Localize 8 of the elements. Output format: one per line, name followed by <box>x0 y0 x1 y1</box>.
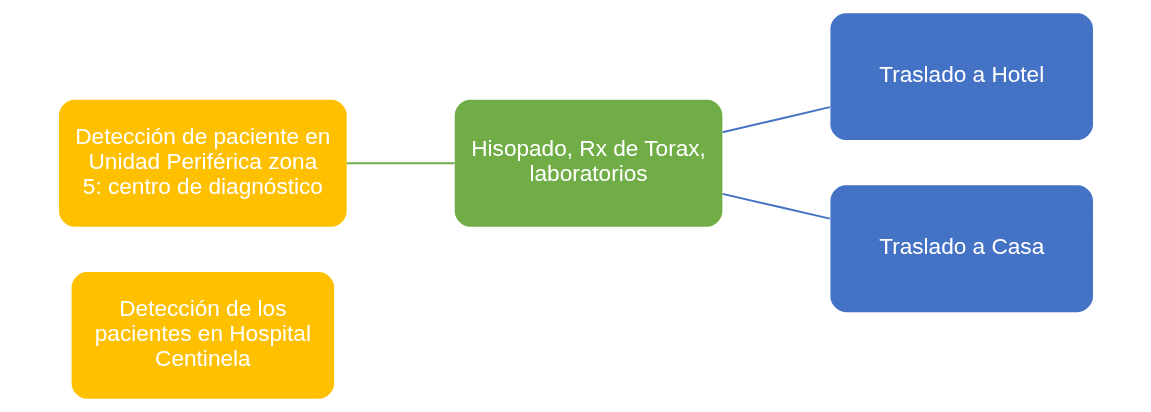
connector <box>721 106 830 134</box>
node-box: Traslado a Hotel <box>829 13 1093 141</box>
connector <box>721 192 830 220</box>
node-box: Detección de paciente en Unidad Periférica zona 5: centro de diagnóstico <box>58 99 347 227</box>
connector <box>346 162 455 165</box>
node-box: Detección de los pacientes en Hospital Centinela <box>71 271 334 399</box>
node-box: Traslado a Casa <box>829 185 1093 313</box>
node-box: Hisopado, Rx de Torax, laboratorios <box>454 99 722 227</box>
